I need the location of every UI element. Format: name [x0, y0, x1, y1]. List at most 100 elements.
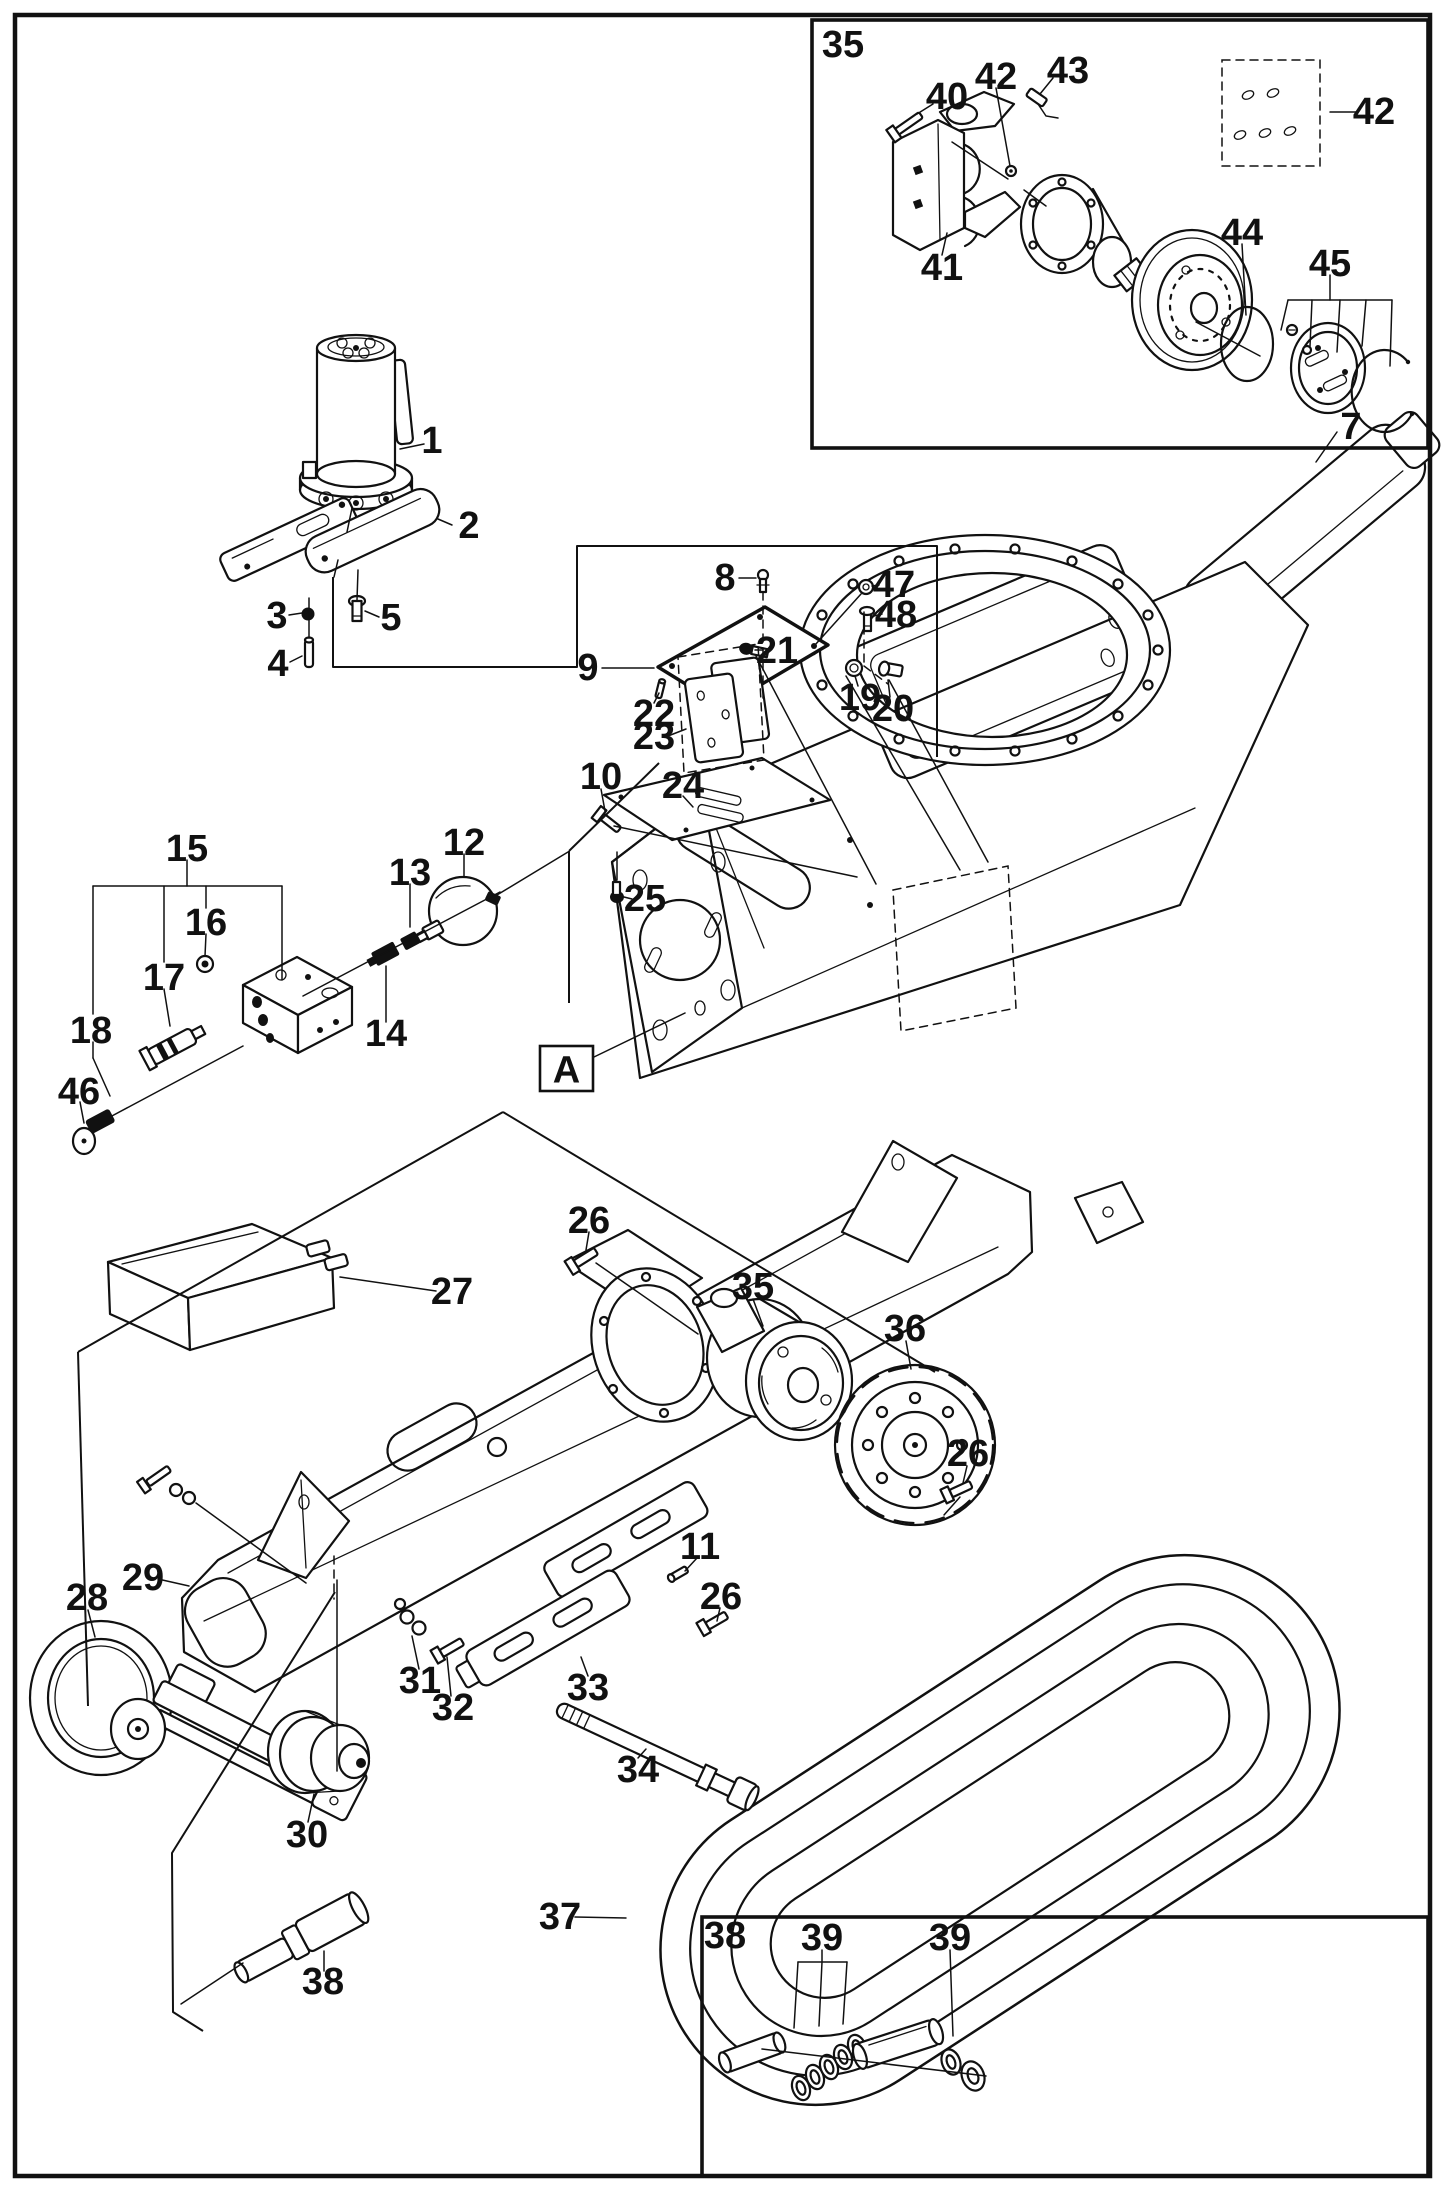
leader-line-42	[916, 103, 934, 115]
leader-lines	[79, 77, 1393, 2037]
leader-line-17	[854, 675, 859, 687]
bolt-5	[347, 594, 367, 623]
detail-label-box-A	[538, 1044, 595, 1093]
leader-line-37	[962, 1465, 968, 1484]
group-outline-2	[568, 762, 660, 852]
axis-line-11	[180, 1962, 244, 2005]
page-border-rect	[12, 12, 1433, 2179]
axis-line-6	[888, 679, 989, 863]
drive-motor-35	[695, 1286, 854, 1442]
leader-line-49	[593, 1012, 686, 1058]
leader-line-63	[842, 1961, 848, 2025]
part-label-25: 25	[624, 878, 666, 920]
leader-line-2	[288, 612, 303, 616]
leader-line-58	[1361, 299, 1367, 347]
leader-line-47	[1241, 243, 1247, 316]
dashed-lines	[333, 59, 1321, 1600]
part-label-4: 4	[267, 643, 288, 685]
inset38-art	[717, 2018, 986, 2102]
leader-line-34	[637, 1748, 647, 1759]
part-labels: 1234578910121314151617184619202122232425…	[58, 24, 1395, 2003]
part-label-32: 32	[432, 1687, 474, 1729]
leader-line-21	[667, 728, 687, 737]
part-label-7: 7	[1340, 406, 1361, 448]
grease-pin-38	[233, 1891, 370, 1984]
guard-plate-33b	[455, 1569, 631, 1689]
part-label-46: 46	[58, 1071, 100, 1113]
cover-27	[106, 1222, 349, 1352]
leader-line-36	[905, 1340, 912, 1370]
part-label-24: 24	[662, 765, 704, 807]
part-label-48: 48	[875, 594, 917, 636]
axis-line-1	[496, 851, 569, 896]
leader-line-1	[437, 518, 453, 526]
part-label-41: 41	[921, 247, 963, 289]
part-label-2: 2	[458, 505, 479, 547]
leader-line-38	[684, 1557, 698, 1572]
mount-bracket-2	[219, 487, 441, 582]
leader-line-4	[364, 610, 380, 618]
axis-line-3	[109, 1045, 244, 1118]
pin-4	[303, 636, 315, 669]
bolt-8	[756, 568, 770, 594]
leader-line-0	[399, 443, 425, 450]
axis-line-16	[1195, 321, 1261, 357]
leader-line-64	[949, 1949, 954, 2037]
part-label-36: 36	[884, 1308, 926, 1350]
part-label-39: 39	[929, 1917, 971, 1959]
part-label-40: 40	[926, 76, 968, 118]
leader-line-30	[307, 1793, 315, 1823]
gasket-24	[602, 756, 832, 842]
hardware-near-29	[135, 1465, 197, 1506]
part-label-27: 27	[431, 1271, 473, 1313]
grouping-outlines	[77, 545, 938, 2032]
part-label-42: 42	[975, 56, 1017, 98]
illustration-art	[28, 87, 1441, 2107]
bolt-25	[610, 880, 624, 903]
axis-line-13	[761, 2048, 987, 2077]
sprocket-holes	[861, 1391, 969, 1499]
part-label-18: 18	[70, 1010, 112, 1052]
part-label-37: 37	[539, 1896, 581, 1938]
leader-line-33	[580, 1656, 589, 1677]
part-label-35: 35	[732, 1266, 774, 1308]
part-label-3: 3	[266, 595, 287, 637]
washer-19	[844, 658, 864, 678]
page-border	[12, 12, 1433, 2179]
leader-line-24	[871, 584, 880, 587]
axis-lines	[109, 141, 1261, 2077]
axis-line-19	[356, 569, 359, 601]
part-label-42: 42	[1353, 91, 1395, 133]
shim-kit-42	[1233, 88, 1297, 140]
track-frame-29	[180, 1139, 1145, 1694]
leader-line-59	[1389, 299, 1393, 367]
bolt-20	[877, 660, 904, 678]
leader-line-55	[1280, 299, 1289, 331]
ring-bolt-holes	[806, 543, 1164, 757]
cartridge-17	[138, 1024, 207, 1072]
axis-line-10	[195, 1502, 307, 1584]
pin-11	[666, 1565, 689, 1583]
leader-line-28	[87, 1609, 96, 1638]
leader-line-12	[204, 933, 207, 957]
pump-motor-1	[298, 333, 414, 511]
leader-line-46	[941, 232, 948, 256]
part-label-29: 29	[122, 1557, 164, 1599]
valve-block-15	[241, 955, 354, 1055]
leader-line-32	[446, 1656, 452, 1697]
tension-rod-34	[555, 1702, 760, 1812]
leader-line-18	[887, 679, 891, 698]
part-label-38: 38	[302, 1961, 344, 2003]
part-label-21: 21	[756, 630, 798, 672]
leader-line-61	[793, 1961, 799, 2029]
leader-line-16	[79, 1101, 85, 1124]
part-label-31: 31	[399, 1660, 441, 1702]
part-label-47: 47	[873, 564, 915, 606]
part-label-15: 15	[166, 828, 208, 870]
part-label-26: 26	[700, 1576, 742, 1618]
leader-line-56	[1309, 299, 1313, 347]
part-label-8: 8	[714, 557, 735, 599]
part-label-1: 1	[421, 420, 442, 462]
group-outline-6	[171, 1591, 336, 2032]
